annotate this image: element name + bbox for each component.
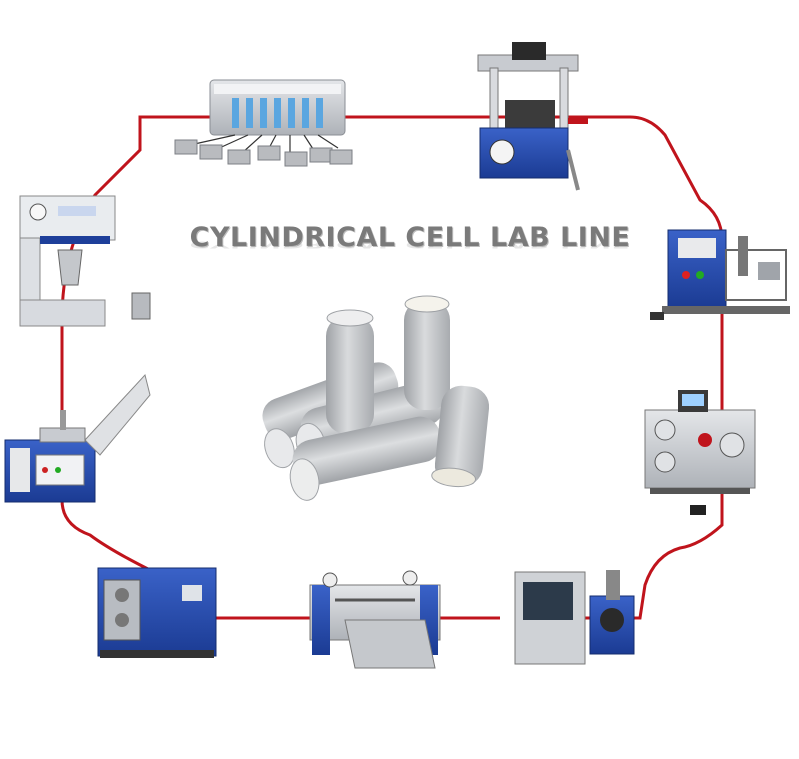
station-slitting-machine[interactable]: [309, 570, 441, 669]
station-ultrasonic-welder[interactable]: [514, 570, 635, 665]
station-tab-welder[interactable]: [650, 229, 790, 320]
diagram-title: CYLINDRICAL CELL LAB LINE: [189, 222, 631, 253]
station-winding-machine[interactable]: [644, 390, 756, 515]
cell-standing-left: [326, 309, 374, 434]
station-calendering-machine[interactable]: [97, 567, 217, 658]
station-vacuum-mixer[interactable]: [19, 195, 151, 327]
production-loop-line: [60, 115, 724, 620]
cell-tilted-front: [431, 385, 490, 488]
station-crimping-press[interactable]: [477, 42, 588, 191]
station-coating-machine[interactable]: [4, 373, 151, 503]
cell-standing-right: [404, 295, 450, 410]
diagram-title-reflection: CYLINDRICAL CELL LAB LINE: [189, 239, 631, 250]
cylindrical-cells-cluster: [262, 295, 490, 501]
cell-horizontal-front: [289, 416, 442, 501]
station-battery-tester[interactable]: [174, 79, 353, 167]
